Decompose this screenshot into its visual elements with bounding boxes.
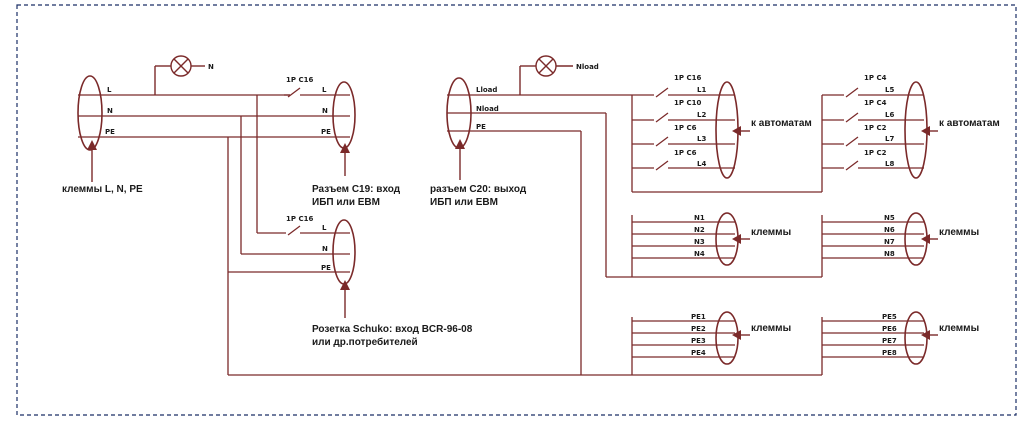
line-pe7-label: PE7 xyxy=(882,337,897,345)
line-l4-label: L4 xyxy=(697,160,706,168)
c19-caption-1: Разъем С19: вход xyxy=(312,184,401,195)
n-terminals-2-caption: клеммы xyxy=(939,227,979,238)
lamp-n-label: N xyxy=(208,63,214,71)
line-pe2-label: PE2 xyxy=(691,325,706,333)
line-n4-label: N4 xyxy=(694,250,705,258)
line-l7-label: L7 xyxy=(885,135,894,143)
schuko-n-label: N xyxy=(322,245,328,253)
c20-caption-1: разъем С20: выход xyxy=(430,184,527,195)
breaker-6-label: 1P C4 xyxy=(864,99,887,107)
pe-terminals-2-oval xyxy=(904,311,928,365)
line-l5-label: L5 xyxy=(885,86,894,94)
breaker-7-label: 1P C2 xyxy=(864,124,887,132)
line-pe8-label: PE8 xyxy=(882,349,897,357)
breaker-row: 1P C10 L2 xyxy=(632,99,735,123)
line-l8-label: L8 xyxy=(885,160,894,168)
indicator-lamp-input: N xyxy=(154,55,214,95)
input-pe-label: PE xyxy=(105,128,115,136)
breaker-row: 1P C6 L4 xyxy=(632,149,735,171)
line-pe3-label: PE3 xyxy=(691,337,706,345)
input-connector-caption: клеммы L, N, PE xyxy=(62,184,143,195)
line-n2-label: N2 xyxy=(694,226,705,234)
line-n3-label: N3 xyxy=(694,238,705,246)
breaker-group-1: 1P C16 L1 1P C10 L2 1P C6 L3 1P C6 L4 к … xyxy=(632,74,812,179)
pe-terminals-2-caption: клеммы xyxy=(939,323,979,334)
line-n8-label: N8 xyxy=(884,250,895,258)
schuko-l-label: L xyxy=(322,224,327,232)
c20-n-label: Nload xyxy=(476,105,499,113)
breaker-row: 1P C2 L7 xyxy=(822,124,924,147)
indicator-lamp-output: Nload xyxy=(519,55,599,95)
c19-connector-oval xyxy=(332,81,356,149)
n-terminals-2: N5 N6 N7 N8 клеммы xyxy=(821,212,979,277)
c20-connector: Lload Nload PE разъем С20: выход ИБП или… xyxy=(430,77,632,208)
line-n7-label: N7 xyxy=(884,238,895,246)
input-n-label: N xyxy=(107,107,113,115)
c20-pe-label: PE xyxy=(476,123,486,131)
line-pe4-label: PE4 xyxy=(691,349,706,357)
breaker-1-label: 1P C16 xyxy=(674,74,701,82)
line-l2-label: L2 xyxy=(697,111,706,119)
breaker-4-label: 1P C6 xyxy=(674,149,697,157)
breaker-3-label: 1P C6 xyxy=(674,124,697,132)
c20-caption-2: ИБП или EBM xyxy=(430,197,498,208)
breaker-group-1-caption: к автоматам xyxy=(751,118,812,129)
lamp-nload-label: Nload xyxy=(576,63,599,71)
c19-n-label: N xyxy=(322,107,328,115)
breaker-row: 1P C4 L6 xyxy=(822,99,924,123)
breaker-row: 1P C6 L3 xyxy=(632,124,735,147)
c19-connector: 1P C16 L N PE Разъем С19: вход ИБП или E… xyxy=(284,76,401,208)
breaker-5-label: 1P C4 xyxy=(864,74,887,82)
line-pe1-label: PE1 xyxy=(691,313,706,321)
breaker-group-2-caption: к автоматам xyxy=(939,118,1000,129)
line-pe5-label: PE5 xyxy=(882,313,897,321)
diagram-frame xyxy=(16,4,1017,416)
c19-pe-label: PE xyxy=(321,128,331,136)
input-connector-oval xyxy=(77,75,103,151)
breaker-8-label: 1P C2 xyxy=(864,149,887,157)
c19-caption-2: ИБП или EBM xyxy=(312,197,380,208)
schuko-breaker-label: 1P C16 xyxy=(286,215,313,223)
breaker-row: 1P C4 L5 xyxy=(822,74,924,98)
schuko-caption-1: Розетка Schuko: вход BCR-96-08 xyxy=(312,324,473,335)
breaker-row: 1P C16 L1 xyxy=(632,74,735,98)
breaker-group-2: 1P C4 L5 1P C4 L6 1P C2 L7 1P C2 L8 к ав… xyxy=(822,74,1000,179)
line-n1-label: N1 xyxy=(694,214,705,222)
n-terminals-1-caption: клеммы xyxy=(751,227,791,238)
schuko-oval xyxy=(332,219,356,285)
schuko-caption-2: или др.потребителей xyxy=(312,336,418,348)
breaker-2-label: 1P C10 xyxy=(674,99,701,107)
pe-terminals-1: PE1 PE2 PE3 PE4 клеммы xyxy=(631,311,791,375)
input-l-label: L xyxy=(107,86,112,94)
line-l1-label: L1 xyxy=(697,86,706,94)
c19-l-label: L xyxy=(322,86,327,94)
pe-terminals-1-oval xyxy=(715,311,739,365)
breaker-row: 1P C2 L8 xyxy=(822,149,924,171)
line-n6-label: N6 xyxy=(884,226,895,234)
pe-terminals-1-caption: клеммы xyxy=(751,323,791,334)
schuko-pe-label: PE xyxy=(321,264,331,272)
pe-terminals-2: PE5 PE6 PE7 PE8 клеммы xyxy=(821,311,979,375)
line-l3-label: L3 xyxy=(697,135,706,143)
line-n5-label: N5 xyxy=(884,214,895,222)
line-l6-label: L6 xyxy=(885,111,894,119)
n-terminals-1: N1 N2 N3 N4 клеммы xyxy=(631,212,791,277)
c19-breaker-label: 1P C16 xyxy=(286,76,313,84)
line-pe6-label: PE6 xyxy=(882,325,897,333)
c20-l-label: Lload xyxy=(476,86,497,94)
input-connector: L N PE клеммы L, N, PE xyxy=(62,75,350,195)
schuko-socket: 1P C16 L N PE Розетка Schuko: вход BCR-9… xyxy=(241,215,473,348)
